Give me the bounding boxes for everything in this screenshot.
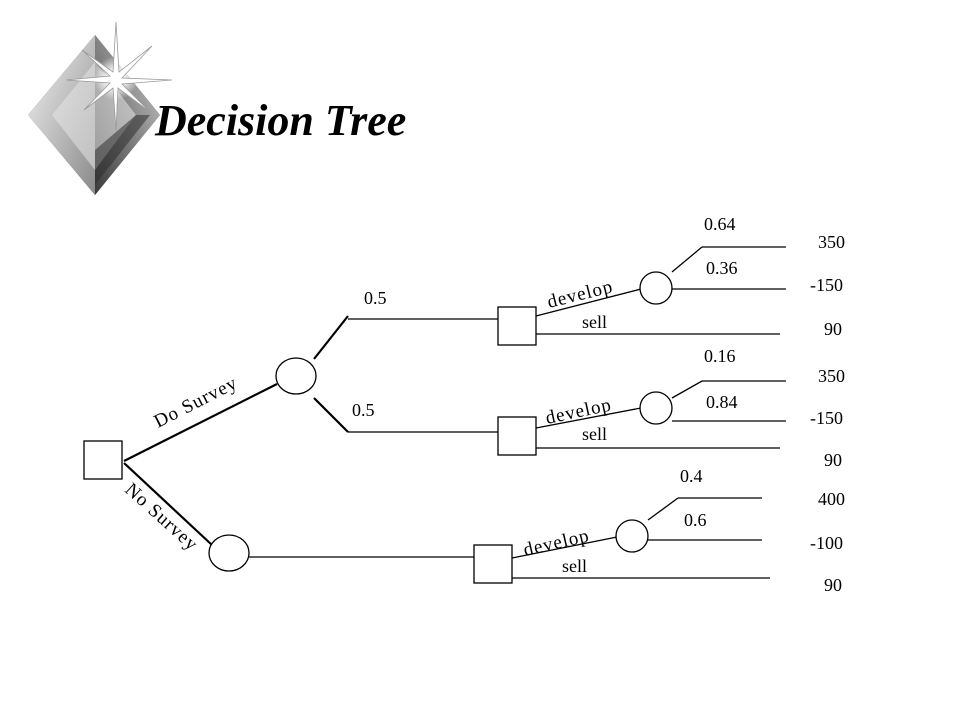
page-title: Decision Tree (154, 96, 406, 145)
diamond-sparkle-icon (28, 21, 173, 195)
chance-2-upper-probability: 0.16 (704, 346, 736, 366)
tree-edges (123, 246, 786, 579)
decision-node-2 (497, 416, 537, 456)
payoff-2-develop-failure: -150 (810, 408, 843, 428)
survey-chance-node (275, 357, 317, 395)
decision-3-develop-edge (511, 536, 618, 559)
payoff-1-develop-failure: -150 (810, 275, 843, 295)
no-survey-edge (123, 462, 213, 546)
decision-node-1 (497, 306, 537, 346)
decision-1-develop-label: develop (545, 276, 615, 313)
survey-lower-probability: 0.5 (352, 400, 375, 420)
do-survey-edge (123, 383, 278, 462)
no-survey-label: No Survey (121, 479, 203, 555)
chance-2-lower-probability: 0.84 (706, 392, 738, 412)
payoff-3-develop-success: 400 (818, 489, 845, 509)
decision-1-sell-label: sell (582, 312, 607, 332)
chance-1-upper-probability: 0.64 (704, 214, 736, 234)
survey-upper-probability: 0.5 (364, 288, 387, 308)
decision-node-3 (473, 544, 513, 584)
decision-2-sell-label: sell (582, 424, 607, 444)
chance-1-upper-edge (671, 246, 703, 273)
do-survey-label: Do Survey (151, 373, 241, 433)
payoff-2-sell: 90 (824, 450, 842, 470)
payoff-1-sell: 90 (824, 319, 842, 339)
develop-chance-node-1 (639, 271, 673, 305)
decision-2-develop-edge (535, 407, 642, 429)
chance-2-upper-edge (671, 380, 703, 399)
payoff-2-develop-success: 350 (818, 366, 845, 386)
develop-chance-node-2 (639, 391, 673, 425)
payoff-3-develop-failure: -100 (810, 533, 843, 553)
survey-lower-edge (313, 397, 349, 433)
root-decision-node (83, 440, 123, 480)
chance-3-upper-edge (647, 497, 679, 521)
decision-1-develop-edge (535, 288, 642, 317)
payoff-3-sell: 90 (824, 575, 842, 595)
chance-3-upper-probability: 0.4 (680, 466, 703, 486)
survey-upper-edge (313, 315, 349, 360)
chance-1-lower-probability: 0.36 (706, 258, 738, 278)
develop-chance-node-3 (615, 519, 649, 553)
chance-3-lower-probability: 0.6 (684, 510, 707, 530)
no-survey-chance-node (208, 534, 250, 572)
payoff-1-develop-success: 350 (818, 232, 845, 252)
decision-3-sell-label: sell (562, 556, 587, 576)
